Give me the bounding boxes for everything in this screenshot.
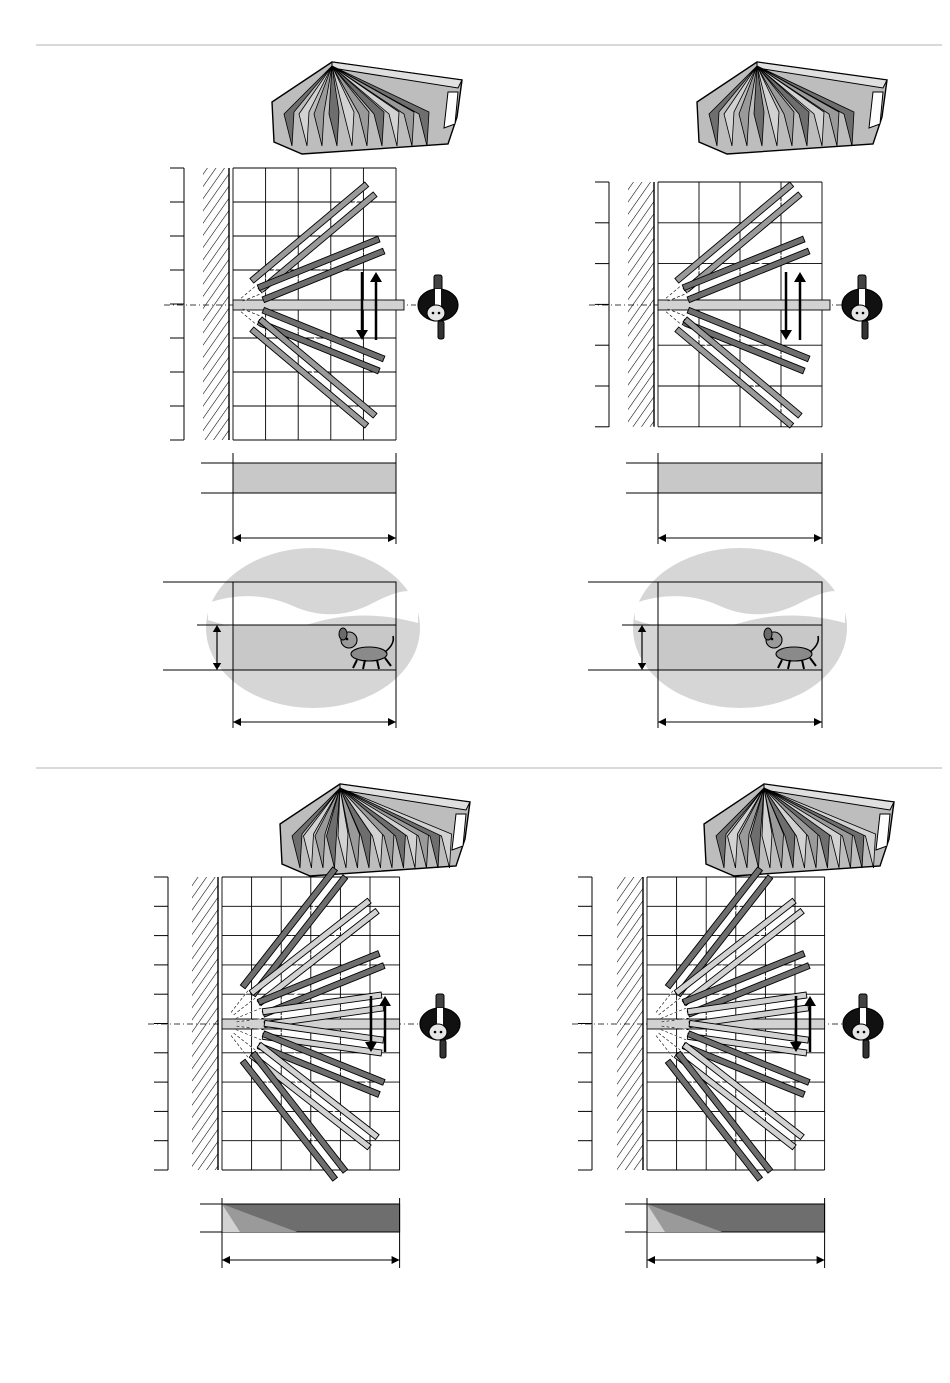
wall-hatch — [628, 182, 654, 427]
wall-hatch — [617, 877, 643, 1170]
detection-beam — [251, 1051, 348, 1173]
dog-eye — [771, 638, 774, 641]
dog-ear — [764, 628, 772, 640]
dimension-arrow-right — [814, 534, 822, 542]
beam-center — [233, 300, 404, 310]
person-eye — [862, 312, 865, 315]
motion-arrow-up-head — [794, 272, 806, 282]
height-scale — [170, 168, 184, 440]
detection-beam — [240, 867, 337, 989]
person-eye — [856, 312, 859, 315]
pet-height-arrow-down — [638, 663, 646, 670]
person-leg — [438, 321, 444, 339]
person-head — [429, 1024, 447, 1040]
person-leg — [863, 1040, 869, 1058]
dog-body — [776, 647, 812, 661]
detector-fan-icon — [280, 784, 470, 876]
dimension-arrow-left — [647, 1256, 655, 1264]
wall-hatch — [192, 877, 218, 1170]
dog-eye — [346, 638, 349, 641]
detection-beam — [665, 1059, 762, 1181]
person-eye — [438, 312, 441, 315]
person-eye — [434, 1031, 437, 1034]
person-eye — [432, 312, 435, 315]
person-leg — [440, 1040, 446, 1058]
motion-arrow-down-head — [356, 330, 368, 340]
height-scale — [578, 877, 592, 1170]
panel-bottom-right — [572, 784, 894, 1268]
walking-person-icon — [418, 275, 458, 339]
person-head — [851, 305, 869, 321]
dog-body — [351, 647, 387, 661]
side-view-zone — [233, 463, 396, 493]
detector-fan-icon — [704, 784, 894, 876]
person-eye — [440, 1031, 443, 1034]
panel-top-left — [163, 62, 462, 728]
dimension-arrow-left — [658, 718, 666, 726]
person-eye — [857, 1031, 860, 1034]
dimension-arrow-left — [233, 534, 241, 542]
dimension-arrow-right — [388, 718, 396, 726]
detection-beam — [676, 1051, 773, 1173]
walking-person-icon — [420, 994, 460, 1058]
panels-layer — [148, 62, 894, 1268]
height-scale — [154, 877, 168, 1170]
motion-arrow-up-head — [370, 272, 382, 282]
detection-beam — [665, 867, 762, 989]
dimension-arrow-right — [817, 1256, 825, 1264]
panel-top-right — [588, 62, 887, 728]
side-view-zone — [658, 463, 822, 493]
dimension-arrow-left — [658, 534, 666, 542]
detector-fan-icon — [272, 62, 462, 154]
panel-bottom-left — [148, 784, 470, 1268]
dimension-arrow-left — [222, 1256, 230, 1264]
person-head — [427, 305, 445, 321]
detection-beam — [240, 1059, 337, 1181]
motion-arrow-down-head — [780, 330, 792, 340]
dimension-arrow-right — [388, 534, 396, 542]
dimension-arrow-right — [392, 1256, 400, 1264]
wall-hatch — [203, 168, 229, 440]
person-eye — [863, 1031, 866, 1034]
beam-center — [658, 300, 830, 310]
height-scale — [595, 182, 609, 427]
walking-person-icon — [842, 275, 882, 339]
dog-ear — [339, 628, 347, 640]
dimension-arrow-right — [814, 718, 822, 726]
dimension-arrow-left — [233, 718, 241, 726]
detector-fan-icon — [697, 62, 887, 154]
person-leg — [862, 321, 868, 339]
person-head — [852, 1024, 870, 1040]
walking-person-icon — [843, 994, 883, 1058]
